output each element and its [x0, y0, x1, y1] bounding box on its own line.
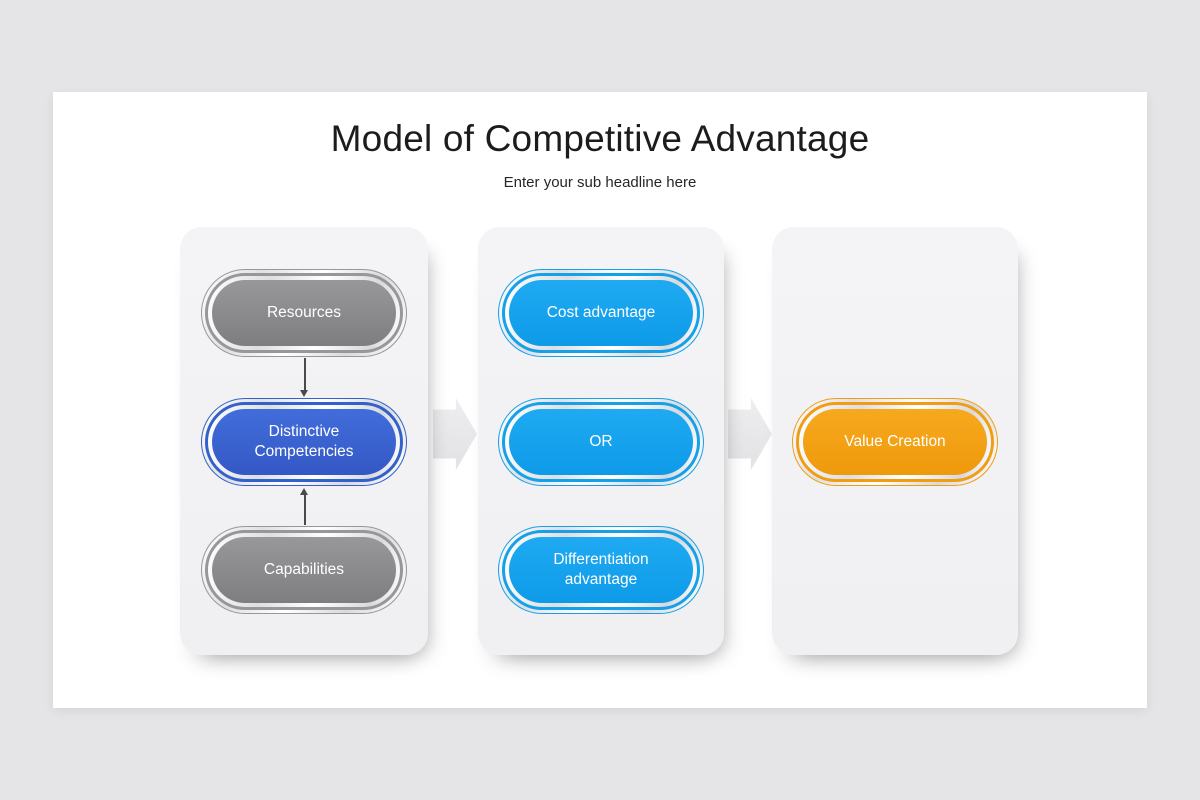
node-label: Cost advantage: [546, 303, 656, 321]
arrow-down-icon: [300, 390, 308, 397]
node-differentiation-advantage: Differentiation advantage: [498, 526, 704, 614]
slide: Model of Competitive Advantage Enter you…: [53, 92, 1147, 708]
panel-foundations: Resources Distinctive Competencies Capab…: [180, 227, 428, 655]
node-ring: Resources: [205, 273, 403, 353]
node-capabilities: Capabilities: [201, 526, 407, 614]
node-distinctive-competencies: Distinctive Competencies: [201, 398, 407, 486]
panel-advantages: Cost advantage OR Differentiation advant…: [478, 227, 724, 655]
node-or: OR: [498, 398, 704, 486]
node-ring: Differentiation advantage: [502, 530, 700, 610]
page-subtitle: Enter your sub headline here: [503, 174, 697, 191]
connector-line: [304, 358, 306, 390]
page-title: Model of Competitive Advantage: [330, 118, 870, 159]
node-label: Value Creation: [844, 432, 946, 450]
node-label: Differentiation advantage: [553, 550, 649, 588]
arrow-up-icon: [300, 488, 308, 495]
panel-outcome: Value Creation: [772, 227, 1018, 655]
node-cost-advantage: Cost advantage: [498, 269, 704, 357]
connector-line: [304, 495, 306, 525]
node-ring: Cost advantage: [502, 273, 700, 353]
node-label: Capabilities: [263, 560, 345, 578]
node-label: Distinctive Competencies: [254, 422, 354, 460]
node-resources: Resources: [201, 269, 407, 357]
node-ring: Value Creation: [796, 402, 994, 482]
flow-right-arrow-icon: [728, 398, 772, 470]
node-ring: Distinctive Competencies: [205, 402, 403, 482]
node-ring: Capabilities: [205, 530, 403, 610]
node-label: OR: [589, 432, 613, 450]
node-value-creation: Value Creation: [792, 398, 998, 486]
node-ring: OR: [502, 402, 700, 482]
node-label: Resources: [266, 303, 342, 321]
flow-right-arrow-icon: [433, 398, 477, 470]
